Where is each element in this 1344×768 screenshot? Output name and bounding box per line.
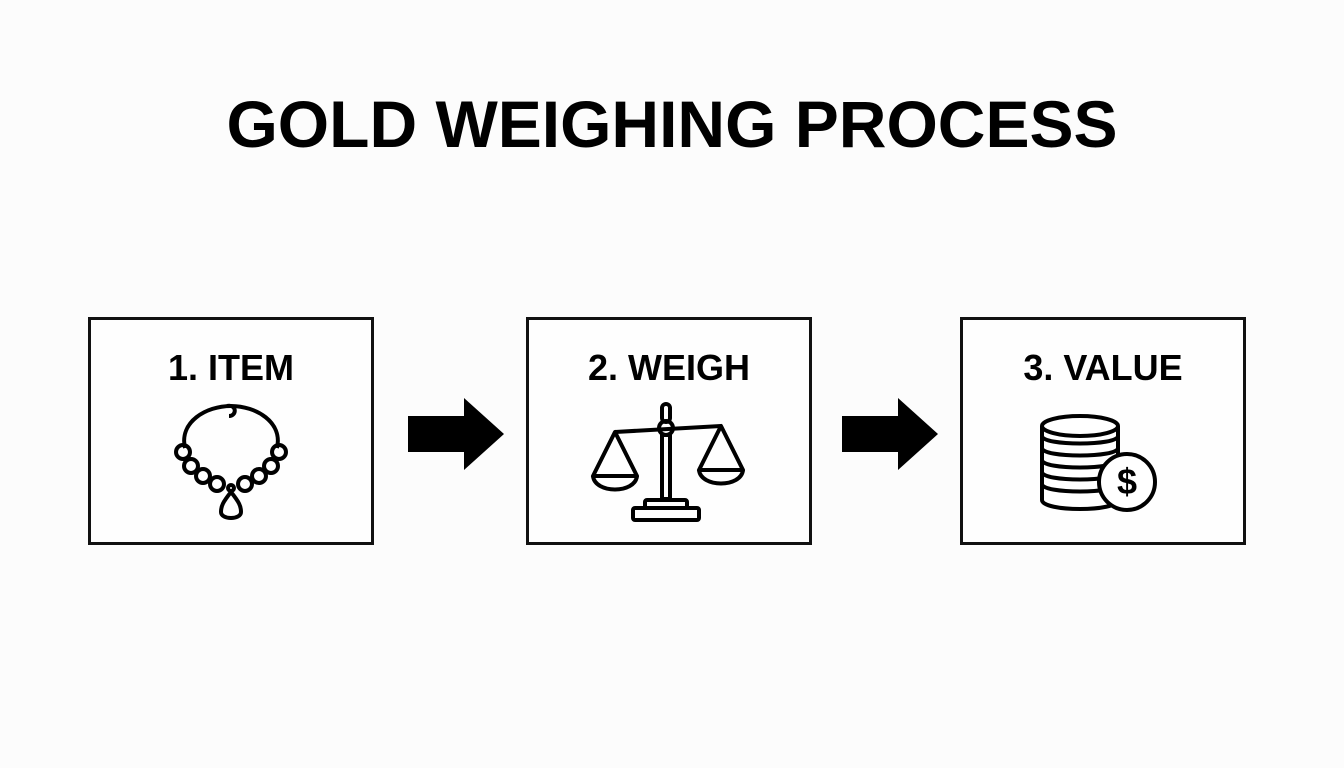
arrow-right-icon [408, 398, 504, 470]
necklace-icon [174, 403, 288, 520]
step-value-box: 3. VALUE $ [960, 317, 1246, 545]
step-label: 3. VALUE [1023, 347, 1183, 388]
arrow-right-icon [842, 398, 938, 470]
balance-scale-icon [591, 402, 745, 522]
step-item-box: 1. ITEM [88, 317, 374, 545]
step-label: 1. ITEM [167, 347, 295, 388]
coin-stack-dollar-icon: $ [1040, 414, 1157, 512]
svg-text:$: $ [1117, 461, 1137, 502]
diagram-title: GOLD WEIGHING PROCESS [226, 87, 1118, 161]
step-label: 2. WEIGH [587, 347, 751, 388]
step-weigh-box: 2. WEIGH [526, 317, 812, 545]
